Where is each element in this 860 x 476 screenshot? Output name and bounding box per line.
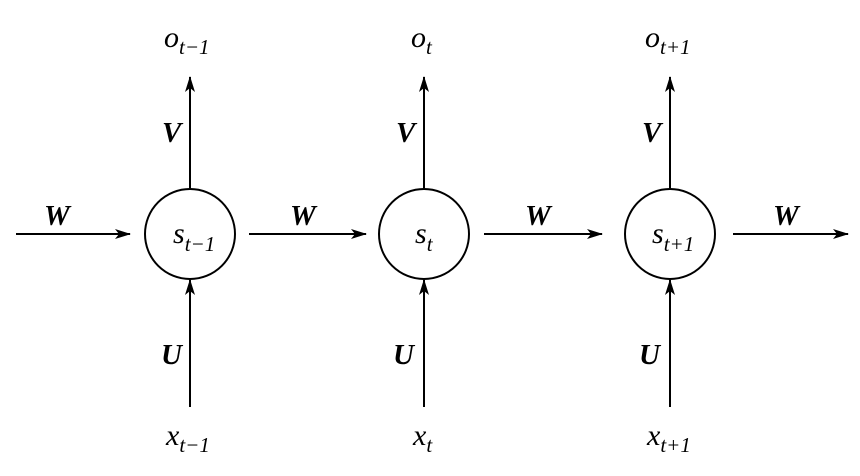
output-label: ot (411, 21, 433, 59)
rnn-cell-t-plus-1: st+1 V U ot+1 xt+1 (624, 21, 716, 457)
state-node (624, 188, 716, 280)
state-node (144, 188, 236, 280)
input-label: xt (412, 419, 433, 457)
input-label: xt−1 (165, 419, 210, 457)
state-node (378, 188, 470, 280)
state-label: st−1 (173, 217, 215, 256)
state-label: st (415, 217, 434, 256)
state-label: st+1 (652, 217, 694, 256)
output-label: ot−1 (164, 21, 210, 59)
recurrent-weight-label-1: W (290, 200, 318, 232)
input-weight-label: U (161, 339, 184, 371)
rnn-cell-t-minus-1: st−1 V U ot−1 xt−1 (144, 21, 236, 457)
output-weight-label: V (396, 117, 418, 149)
input-weight-label: U (393, 339, 416, 371)
input-label: xt+1 (646, 419, 691, 457)
input-weight-label: U (639, 339, 662, 371)
rnn-cell-t: st V U ot xt (378, 21, 470, 457)
output-label: ot+1 (645, 21, 691, 59)
recurrent-weight-label-2: W (525, 200, 553, 232)
output-weight-label: V (642, 117, 664, 149)
recurrent-weight-label-out: W (773, 200, 801, 232)
recurrent-weight-label-in: W (44, 200, 72, 232)
output-weight-label: V (162, 117, 184, 149)
